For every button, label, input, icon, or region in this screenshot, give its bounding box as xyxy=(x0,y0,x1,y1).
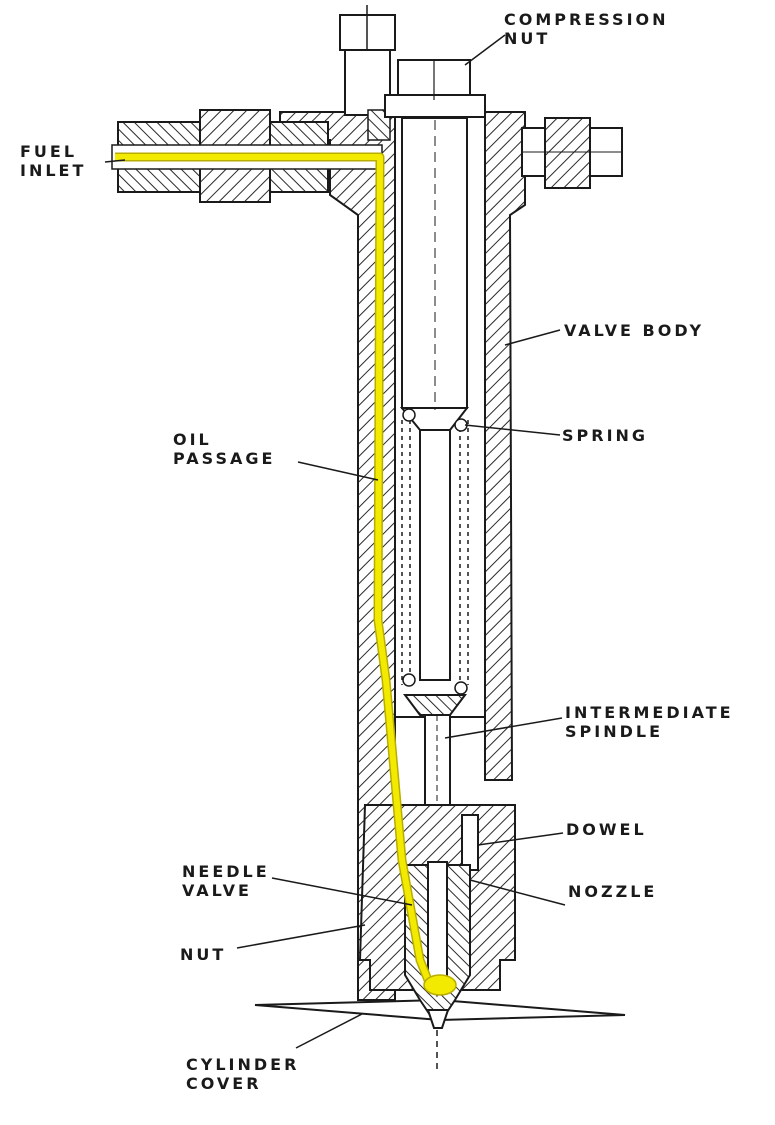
leader-compression-nut xyxy=(464,34,506,66)
label-nozzle: NOZZLE xyxy=(568,882,658,901)
label-cylinder-cover: CYLINDER COVER xyxy=(186,1055,300,1093)
dowel-shape xyxy=(461,814,479,871)
leader-fuel-inlet xyxy=(104,159,126,163)
bleed-screw xyxy=(344,39,391,116)
leader-intermediate-spindle xyxy=(444,717,563,739)
leader-dowel xyxy=(477,832,564,846)
leader-spring xyxy=(464,424,561,436)
oil-passage-path xyxy=(115,152,457,996)
label-dowel: DOWEL xyxy=(566,820,647,839)
label-intermediate-spindle: INTERMEDIATE SPINDLE xyxy=(565,703,734,741)
leader-cylinder-cover xyxy=(295,1013,363,1049)
leader-needle-valve xyxy=(271,877,413,906)
label-nut: NUT xyxy=(180,945,227,964)
label-spring: SPRING xyxy=(562,426,649,445)
label-fuel-inlet: FUEL INLET xyxy=(20,142,87,180)
leader-nut xyxy=(236,924,366,949)
leader-oil-passage xyxy=(297,461,379,481)
label-needle-valve: NEEDLE VALVE xyxy=(182,862,270,900)
label-compression-nut: COMPRESSION NUT xyxy=(504,10,669,48)
spindle-rod xyxy=(401,117,468,409)
leak-off-nut xyxy=(544,117,591,189)
leader-valve-body xyxy=(504,329,561,346)
leader-nozzle xyxy=(469,879,566,906)
label-oil-passage: OIL PASSAGE xyxy=(173,430,276,468)
label-valve-body: VALVE BODY xyxy=(564,321,705,340)
